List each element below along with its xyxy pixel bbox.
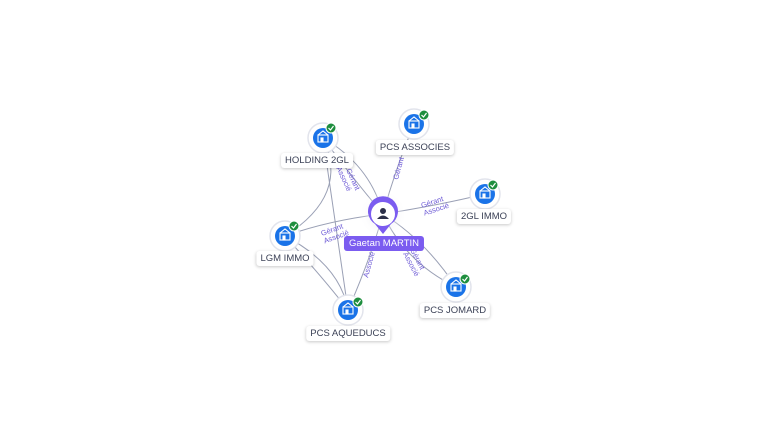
relation-label-2glimmo: GérantAssocié bbox=[420, 193, 450, 217]
relation-label-pcsjomard: GérantAssocié bbox=[401, 247, 428, 278]
building-icon bbox=[342, 302, 354, 315]
verified-badge-icon bbox=[459, 273, 471, 285]
verified-badge-icon bbox=[352, 296, 364, 308]
company-label-lgmimmo: LGM IMMO bbox=[256, 251, 314, 266]
person-node[interactable] bbox=[359, 190, 407, 238]
company-node-holding2gl[interactable] bbox=[307, 122, 339, 154]
verified-badge-icon bbox=[487, 179, 499, 191]
relation-label-pcsassocies: Gérant bbox=[391, 155, 406, 180]
verified-badge-icon bbox=[325, 122, 337, 134]
verified-badge-icon bbox=[288, 220, 300, 232]
company-label-pcsassocies: PCS ASSOCIES bbox=[375, 140, 455, 155]
company-label-holding2gl: HOLDING 2GL bbox=[281, 153, 353, 168]
verified-badge-icon bbox=[418, 109, 430, 121]
company-label-2glimmo: 2GL IMMO bbox=[456, 209, 512, 224]
building-icon bbox=[408, 116, 420, 129]
building-icon bbox=[450, 279, 462, 292]
relation-label-pcsaqueducs: Associé bbox=[361, 251, 376, 279]
person-name-label: Gaetan MARTIN bbox=[343, 236, 425, 251]
company-node-2glimmo[interactable] bbox=[469, 178, 501, 210]
company-node-pcsaqueducs[interactable] bbox=[332, 294, 364, 326]
company-node-pcsjomard[interactable] bbox=[440, 271, 472, 303]
company-label-pcsjomard: PCS JOMARD bbox=[419, 303, 491, 318]
company-node-pcsassocies[interactable] bbox=[398, 108, 430, 140]
company-node-lgmimmo[interactable] bbox=[269, 220, 301, 252]
building-icon bbox=[317, 130, 329, 143]
person-icon bbox=[377, 208, 389, 219]
building-icon bbox=[279, 228, 291, 241]
building-icon bbox=[479, 186, 491, 199]
company-nodes bbox=[269, 108, 501, 326]
company-label-pcsaqueducs: PCS AQUEDUCS bbox=[306, 326, 390, 341]
